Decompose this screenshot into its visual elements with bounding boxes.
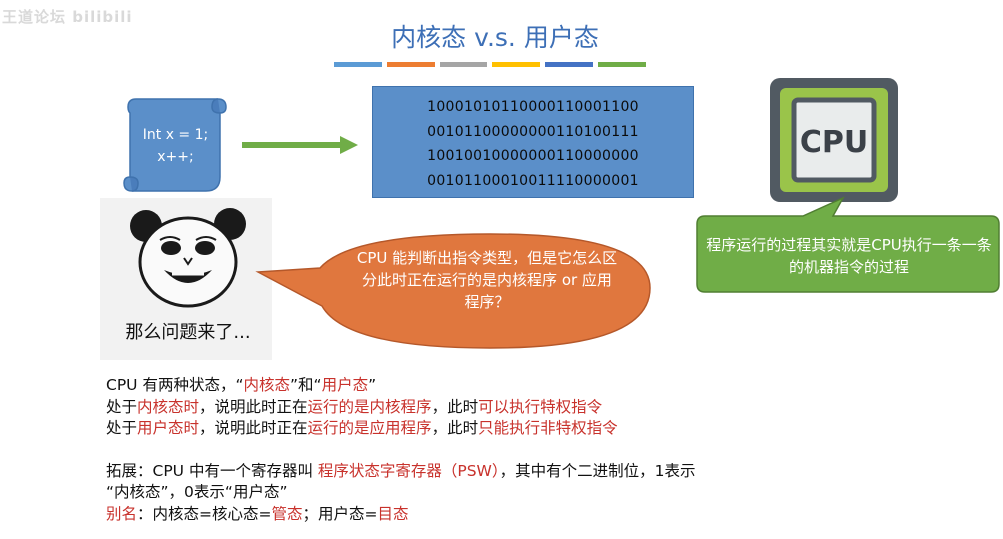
note-text: ；用户态= (302, 504, 378, 523)
note-text: ，此时 (431, 397, 479, 416)
green-speech-bubble (696, 196, 1000, 293)
note-text: ，其中有个二进制位，1表示 (499, 461, 696, 480)
slide-title: 内核态 v.s. 用户态 (391, 23, 599, 52)
binary-line-2: 00101100000000110100111 (427, 123, 639, 140)
note-line-4: 拓展：CPU 中有一个寄存器叫 程序状态字寄存器（PSW），其中有个二进制位，1… (106, 461, 986, 483)
note-highlight: 内核态时 (137, 397, 200, 416)
note-highlight: 运行的是内核程序 (307, 397, 432, 416)
note-text: ”和“ (290, 376, 322, 394)
note-text: ，说明此时正在 (199, 419, 308, 437)
note-line-3: 处于用户态时，说明此时正在运行的是应用程序，此时只能执行非特权指令 (106, 418, 986, 440)
note-spacer (106, 440, 986, 461)
note-highlight: 只能执行非特权指令 (478, 419, 618, 437)
note-text: “内核态”，0表示“用户态” (106, 483, 288, 501)
binary-line-3: 10010010000000110000000 (427, 148, 639, 164)
title-bar-4 (492, 62, 541, 67)
code-line-1: Int x = 1; (142, 127, 209, 143)
title-bar-1 (334, 62, 382, 67)
machine-code-box: 10001010110000110001100 0010110000000011… (372, 86, 694, 198)
note-highlight: 目态 (377, 504, 409, 523)
code-snippet: Int x = 1; x++; (118, 124, 233, 168)
note-text: CPU 有两种状态，“ (106, 376, 244, 394)
title-color-bars (334, 62, 646, 67)
title-bar-2 (386, 62, 435, 67)
title-bar-5 (545, 62, 594, 67)
notes-block: CPU 有两种状态，“内核态”和“用户态” 处于内核态时，说明此时正在运行的是内… (106, 375, 986, 525)
note-text: 处于 (106, 419, 138, 437)
code-scroll-icon (123, 98, 227, 192)
note-text: ” (368, 376, 377, 394)
note-highlight: 别名 (106, 504, 138, 523)
code-line-2: x++; (157, 149, 194, 165)
note-text: ，说明此时正在 (199, 397, 308, 416)
cpu-chip-icon: CPU (770, 78, 898, 202)
note-highlight: 用户态时 (137, 419, 200, 437)
note-highlight: 程序状态字寄存器（PSW） (317, 461, 500, 480)
note-line-1: CPU 有两种状态，“内核态”和“用户态” (106, 375, 986, 397)
note-text: ：内核态=核心态= (137, 504, 272, 523)
note-line-2: 处于内核态时，说明此时正在运行的是内核程序，此时可以执行特权指令 (106, 397, 986, 419)
right-arrow-icon (242, 136, 358, 154)
title-bar-3 (439, 62, 488, 67)
binary-line-1: 10001010110000110001100 (427, 99, 639, 115)
note-highlight: 运行的是应用程序 (307, 419, 432, 437)
note-highlight: 内核态 (243, 376, 290, 394)
orange-bubble-text: CPU 能判断出指令类型，但是它怎么区分此时正在运行的是内核程序 or 应用程序… (356, 249, 618, 311)
meme-caption: 那么问题来了... (125, 322, 251, 343)
orange-speech-bubble (255, 233, 651, 349)
note-text: 处于 (106, 397, 138, 416)
panda-face-icon (130, 208, 246, 308)
note-text: ，此时 (431, 419, 479, 437)
title-bar-6 (598, 62, 646, 67)
note-highlight: 可以执行特权指令 (478, 397, 603, 416)
green-bubble-text: 程序运行的过程其实就是CPU执行一条一条的机器指令的过程 (706, 236, 992, 276)
note-text: 拓展：CPU 中有一个寄存器叫 (106, 461, 318, 480)
note-highlight: 用户态 (321, 376, 369, 394)
note-line-6: 别名：内核态=核心态=管态；用户态=目态 (106, 504, 986, 526)
cpu-chip-label: CPU (800, 125, 868, 160)
binary-line-4: 00101100010011110000001 (427, 172, 639, 189)
note-highlight: 管态 (271, 504, 303, 523)
watermark: 王道论坛 bilibili (2, 8, 133, 26)
note-line-5: “内核态”，0表示“用户态” (106, 482, 986, 504)
